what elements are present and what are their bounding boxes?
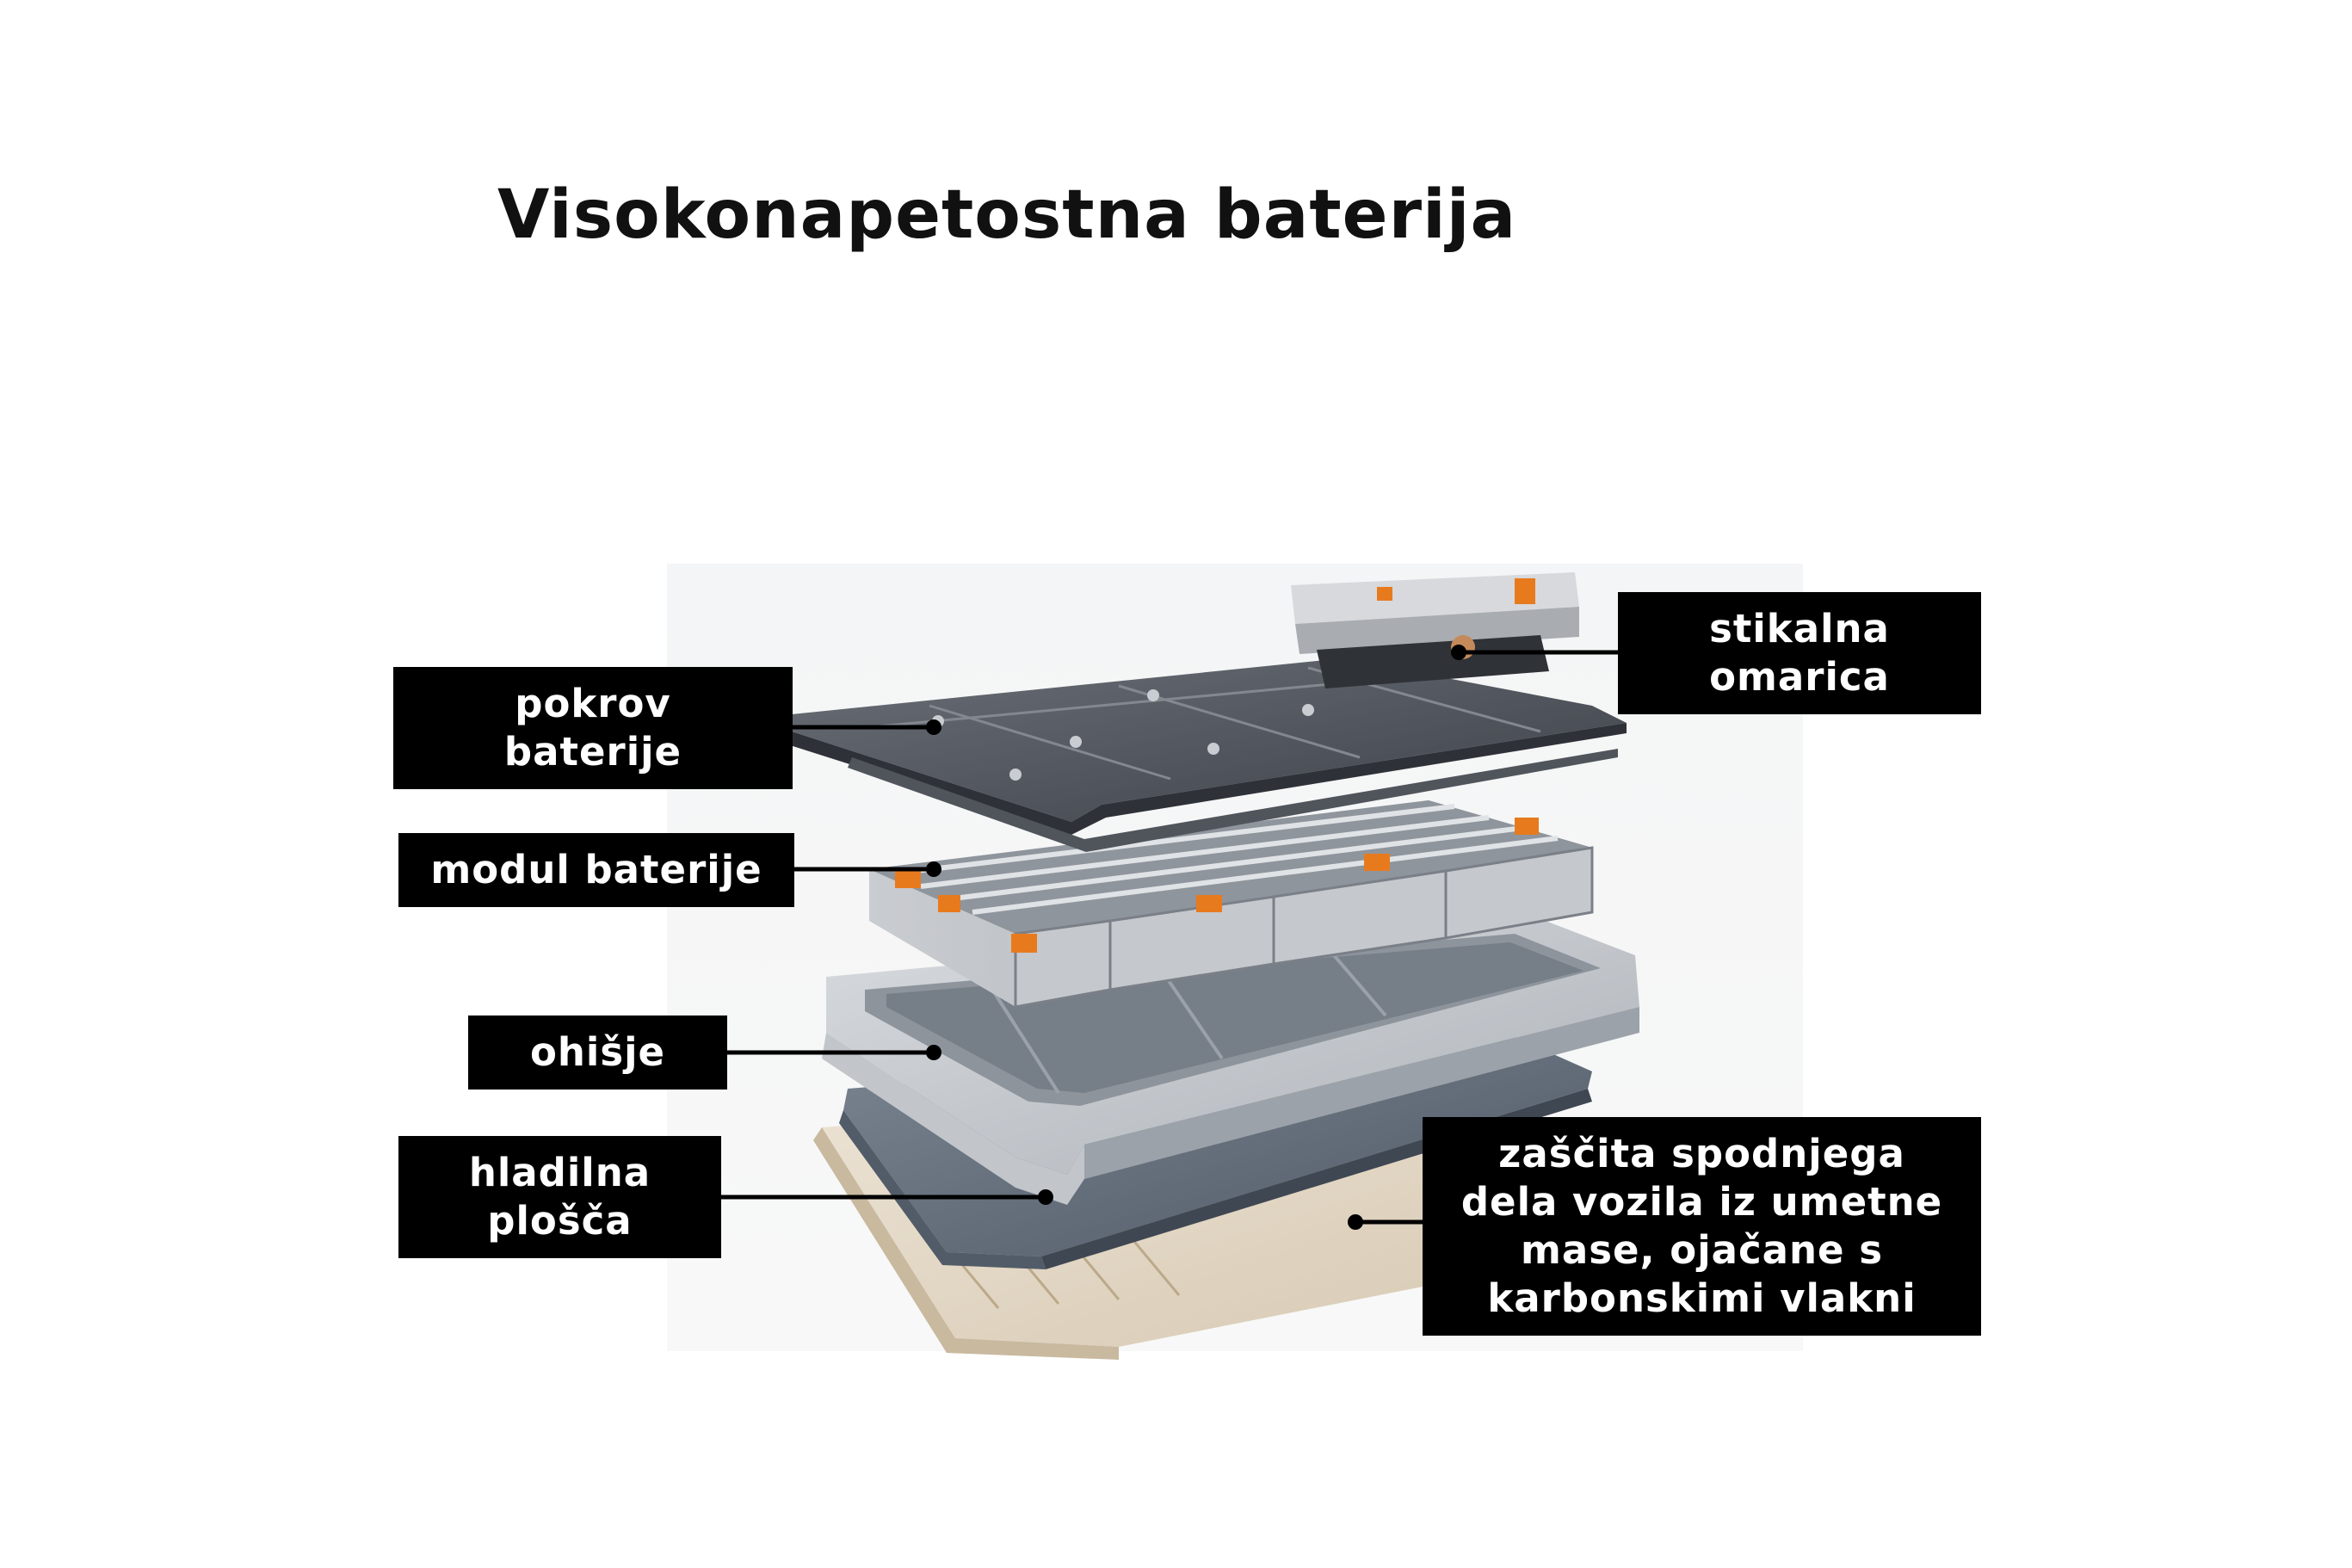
marker-cooling — [1038, 1189, 1053, 1205]
label-underbody-protection: zaščita spodnjega dela vozila iz umetne … — [1423, 1117, 1981, 1336]
label-battery-cover: pokrov baterije — [393, 667, 793, 789]
label-housing-line-1: ohišje — [529, 1029, 666, 1075]
label-underbody-protection-line-2: dela vozila iz umetne — [1460, 1179, 1943, 1225]
label-cooling-plate: hladilna plošča — [398, 1136, 721, 1258]
label-battery-cover-line-2: baterije — [503, 729, 682, 775]
label-cooling-plate-line-1: hladilna — [468, 1150, 651, 1195]
label-cooling-plate-line-2: plošča — [487, 1198, 633, 1244]
label-housing: ohišje — [468, 1015, 727, 1090]
battery-cover-part — [787, 658, 1627, 852]
marker-module — [926, 861, 941, 877]
label-switch-box-line-1: stikalna — [1709, 606, 1890, 651]
switch-box-part — [1291, 572, 1579, 688]
marker-housing — [926, 1045, 941, 1060]
marker-switch — [1451, 645, 1466, 660]
label-underbody-protection-line-1: zaščita spodnjega — [1498, 1131, 1905, 1176]
label-switch-box-line-2: omarica — [1709, 654, 1890, 700]
leader-lines — [721, 650, 1618, 1225]
slide-title: Visokonapetostna baterija — [497, 176, 1517, 254]
label-underbody-protection-line-4: karbonskimi vlakni — [1487, 1275, 1917, 1321]
label-battery-module: modul baterije — [398, 833, 794, 907]
label-battery-module-line-1: modul baterije — [430, 847, 762, 892]
label-switch-box: stikalna omarica — [1618, 592, 1981, 714]
battery-modules-part — [869, 800, 1594, 1009]
label-underbody-protection-line-3: mase, ojačane s — [1520, 1227, 1884, 1273]
label-battery-cover-line-1: pokrov — [515, 681, 671, 726]
marker-underbody — [1348, 1214, 1363, 1230]
marker-cover — [926, 719, 941, 735]
